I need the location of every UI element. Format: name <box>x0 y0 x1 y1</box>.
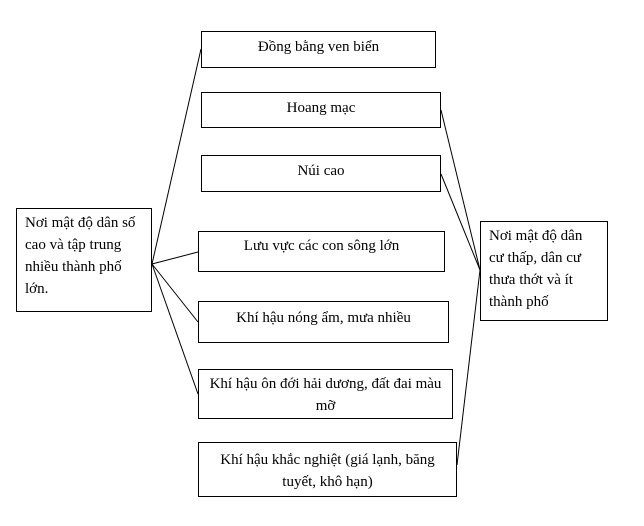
factor-nui-cao: Núi cao <box>201 155 441 192</box>
factor-khi-hau-nong-am: Khí hậu nóng ẩm, mưa nhiều <box>198 301 449 343</box>
connector-dong-bang <box>151 48 202 265</box>
factor-hoang-mac: Hoang mạc <box>201 92 441 128</box>
low-density-box: Nơi mật độ dân cư thấp, dân cư thưa thớt… <box>480 221 608 321</box>
connector-khac-nghiet <box>456 269 481 466</box>
connector-on-doi <box>151 263 199 395</box>
factor-dong-bang-ven-bien: Đồng bằng ven biển <box>201 31 436 68</box>
factor-luu-vuc-song: Lưu vực các con sông lớn <box>198 231 445 272</box>
connector-luu-vuc <box>151 251 199 265</box>
factor-khi-hau-khac-nghiet: Khí hậu khắc nghiệt (giá lạnh, băng tuyế… <box>198 442 457 497</box>
connector-nui-cao <box>440 173 481 271</box>
factor-khi-hau-on-doi: Khí hậu ôn đới hải dương, đất đai màu mỡ <box>198 369 453 419</box>
connector-hoang-mac <box>440 109 481 271</box>
connector-nong-am <box>151 263 199 323</box>
high-density-box: Nơi mật độ dân số cao và tập trung nhiều… <box>16 208 152 312</box>
